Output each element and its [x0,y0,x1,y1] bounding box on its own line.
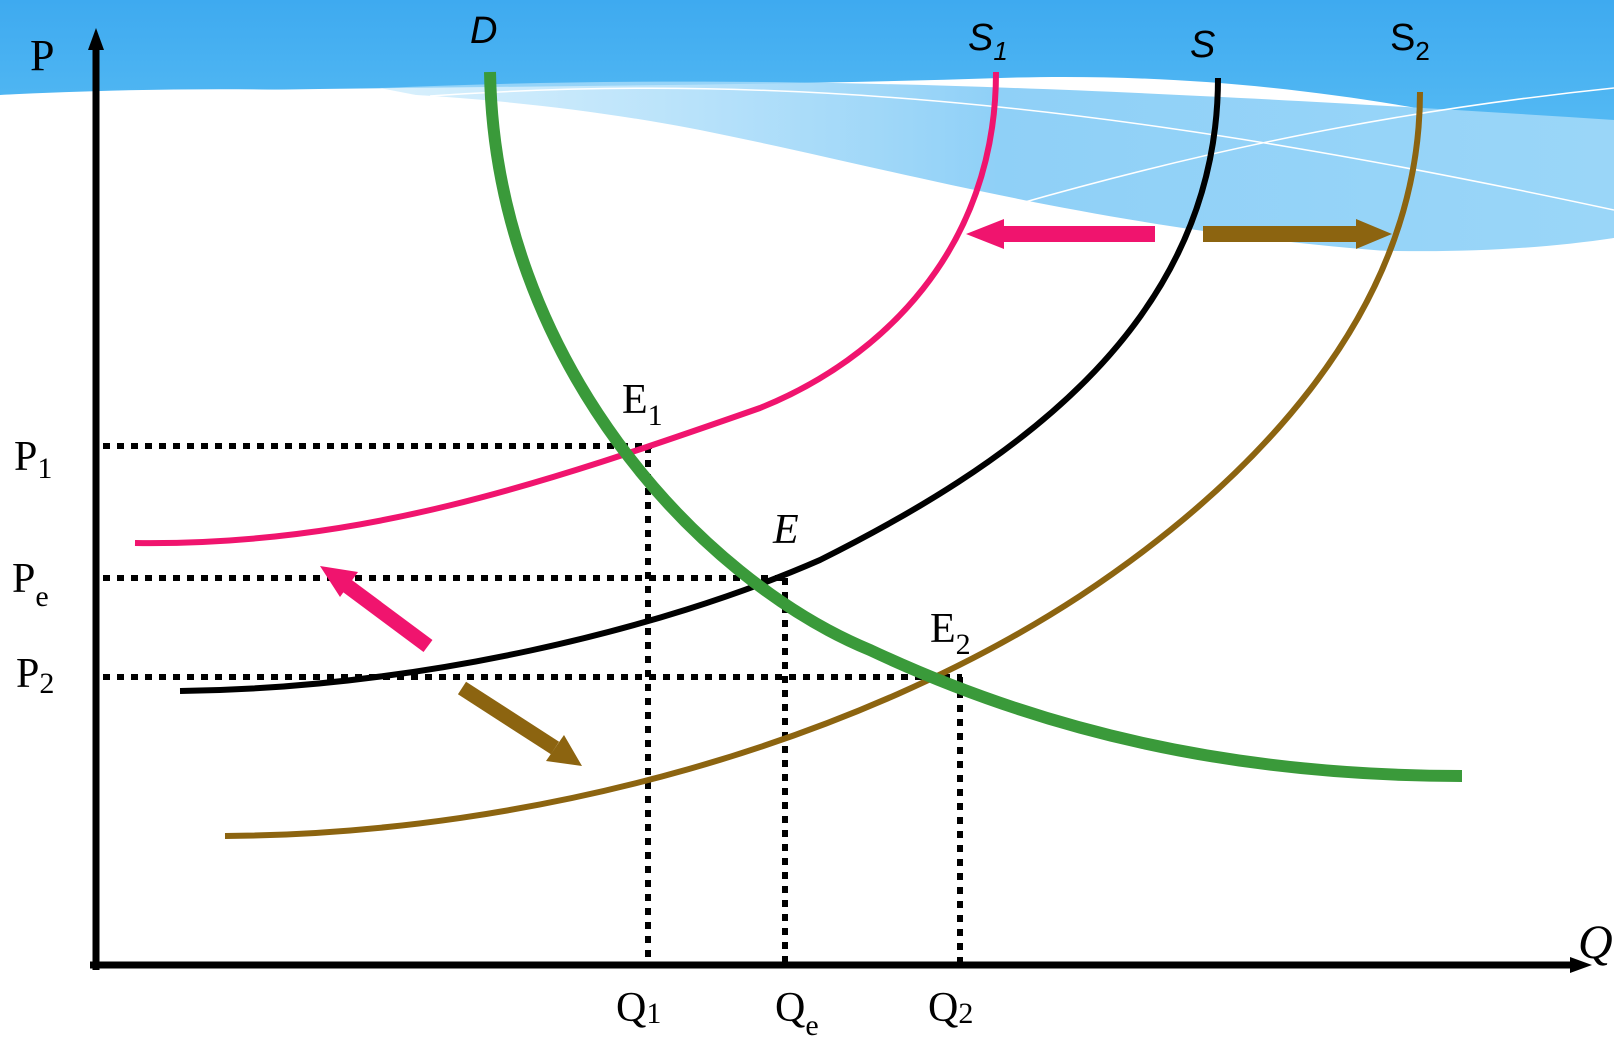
quantity-q1-label: Q1 [616,985,661,1031]
supply-curve-s1 [134,71,999,547]
y-axis-label: P [30,31,54,80]
right-shift-arrow-bottom [457,681,560,755]
curves [134,71,1463,839]
demand-label: D [470,10,497,52]
wave-band [380,81,1614,252]
price-labels: P1 Pe P2 [12,434,54,700]
left-shift-arrowhead-top [966,219,1004,249]
price-p2-label: P2 [16,651,54,700]
supply-s2-label: S2 [1390,17,1430,66]
axes: P Q [30,28,1613,973]
price-p1-label: P1 [14,434,52,485]
equilibrium-labels: E1 E E2 [622,377,971,661]
quantity-qe-label: Qe [775,985,819,1042]
price-pe-label: Pe [12,556,49,613]
equilibrium-e1-label: E1 [622,377,663,432]
white-cover [0,89,1614,1059]
sky-band [0,0,1614,150]
quantity-q2-label: Q2 [928,985,973,1031]
supply-s-label: S [1190,24,1215,66]
right-shift-arrowhead-bottom [546,735,582,766]
supply-curve-s [179,77,1221,694]
left-shift-arrow-bottom [341,578,433,653]
shift-arrows [320,219,1392,766]
wave-line-2 [979,87,1614,216]
demand-curve-d [484,71,1463,782]
quantity-labels: Q1 Qe Q2 [616,985,973,1042]
x-axis-arrowhead [1570,957,1592,973]
supply-s1-label: S1 [968,17,1008,66]
equilibrium-e2-label: E2 [930,606,971,661]
guide-lines [103,443,963,962]
equilibrium-e-label: E [772,507,799,553]
supply-curve-s2 [224,91,1423,839]
x-axis-label: Q [1578,916,1613,969]
y-axis-arrowhead [88,28,104,50]
left-shift-arrowhead-bottom [320,566,358,597]
right-shift-arrowhead-top [1356,219,1392,249]
curve-labels: D S1 S S2 [470,10,1430,66]
